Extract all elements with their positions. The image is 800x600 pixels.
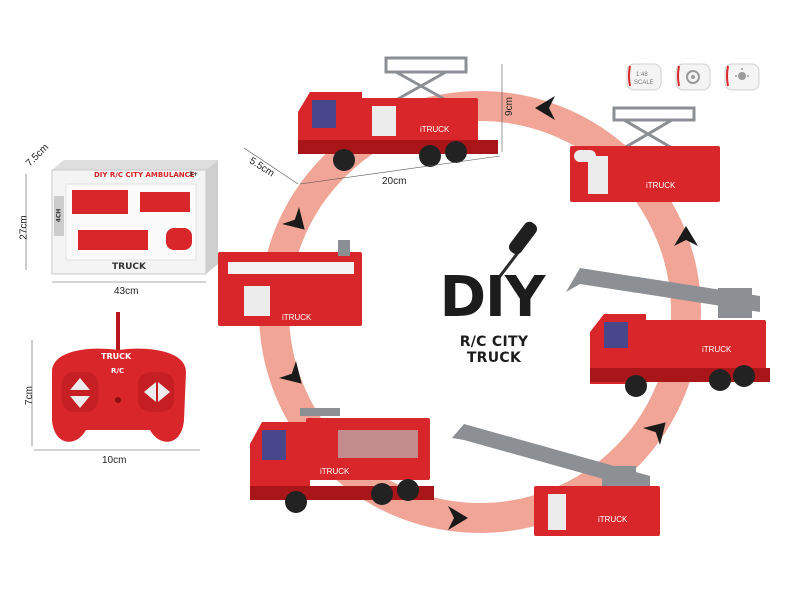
dim-truck-height: 9cm xyxy=(503,97,515,116)
truck-pump: iTRUCK xyxy=(250,408,434,513)
cycle-arrow-right-upper xyxy=(674,226,698,246)
title-diy: DIY xyxy=(439,265,546,330)
svg-text:iTRUCK: iTRUCK xyxy=(702,345,732,354)
light-badge-icon xyxy=(724,63,760,91)
cycle-arrow-top xyxy=(535,96,555,120)
remote-label: R/C xyxy=(111,367,125,375)
package-box xyxy=(25,160,218,283)
cycle-arrow-left-lower xyxy=(279,361,302,384)
truck-aerial-ladder: iTRUCK xyxy=(566,268,770,397)
module-scissor-lift: iTRUCK xyxy=(570,106,720,202)
remote-brand: TRUCK xyxy=(101,352,132,361)
badge-scale: 1:48 SCALE xyxy=(626,63,662,91)
cycle-arrow-left-upper xyxy=(282,207,305,230)
package-age: 3+ xyxy=(189,171,199,178)
title-subtitle: R/C CITY TRUCK xyxy=(459,334,529,366)
remote-control xyxy=(31,312,200,451)
cycle-arrow-bottom xyxy=(448,506,468,530)
svg-text:iTRUCK: iTRUCK xyxy=(646,181,676,190)
gear-badge-icon xyxy=(675,63,711,91)
svg-text:iTRUCK: iTRUCK xyxy=(320,467,350,476)
dim-truck-length: 20cm xyxy=(382,176,407,187)
dim-package-height: 27cm xyxy=(18,215,30,240)
svg-text:iTRUCK: iTRUCK xyxy=(282,313,312,322)
module-ladder: iTRUCK xyxy=(452,424,660,536)
package-side-label: 4CH xyxy=(55,208,63,223)
dim-remote-height: 7cm xyxy=(23,386,35,405)
package-header: DIY R/C CITY AMBULANCE xyxy=(94,171,195,179)
screwdriver-icon xyxy=(492,221,538,285)
svg-text:1:48: 1:48 xyxy=(636,72,648,78)
svg-text:iTRUCK: iTRUCK xyxy=(420,125,450,134)
svg-text:iTRUCK: iTRUCK xyxy=(598,515,628,524)
module-water-tank: iTRUCK xyxy=(218,240,362,326)
svg-text:SCALE: SCALE xyxy=(634,80,654,86)
dim-remote-width: 10cm xyxy=(102,455,127,466)
package-brand: TRUCK xyxy=(112,262,146,272)
dim-package-width: 43cm xyxy=(114,286,139,297)
cycle-arrow-right-lower xyxy=(643,422,666,445)
truck-scissor-lift: iTRUCK xyxy=(243,56,503,185)
